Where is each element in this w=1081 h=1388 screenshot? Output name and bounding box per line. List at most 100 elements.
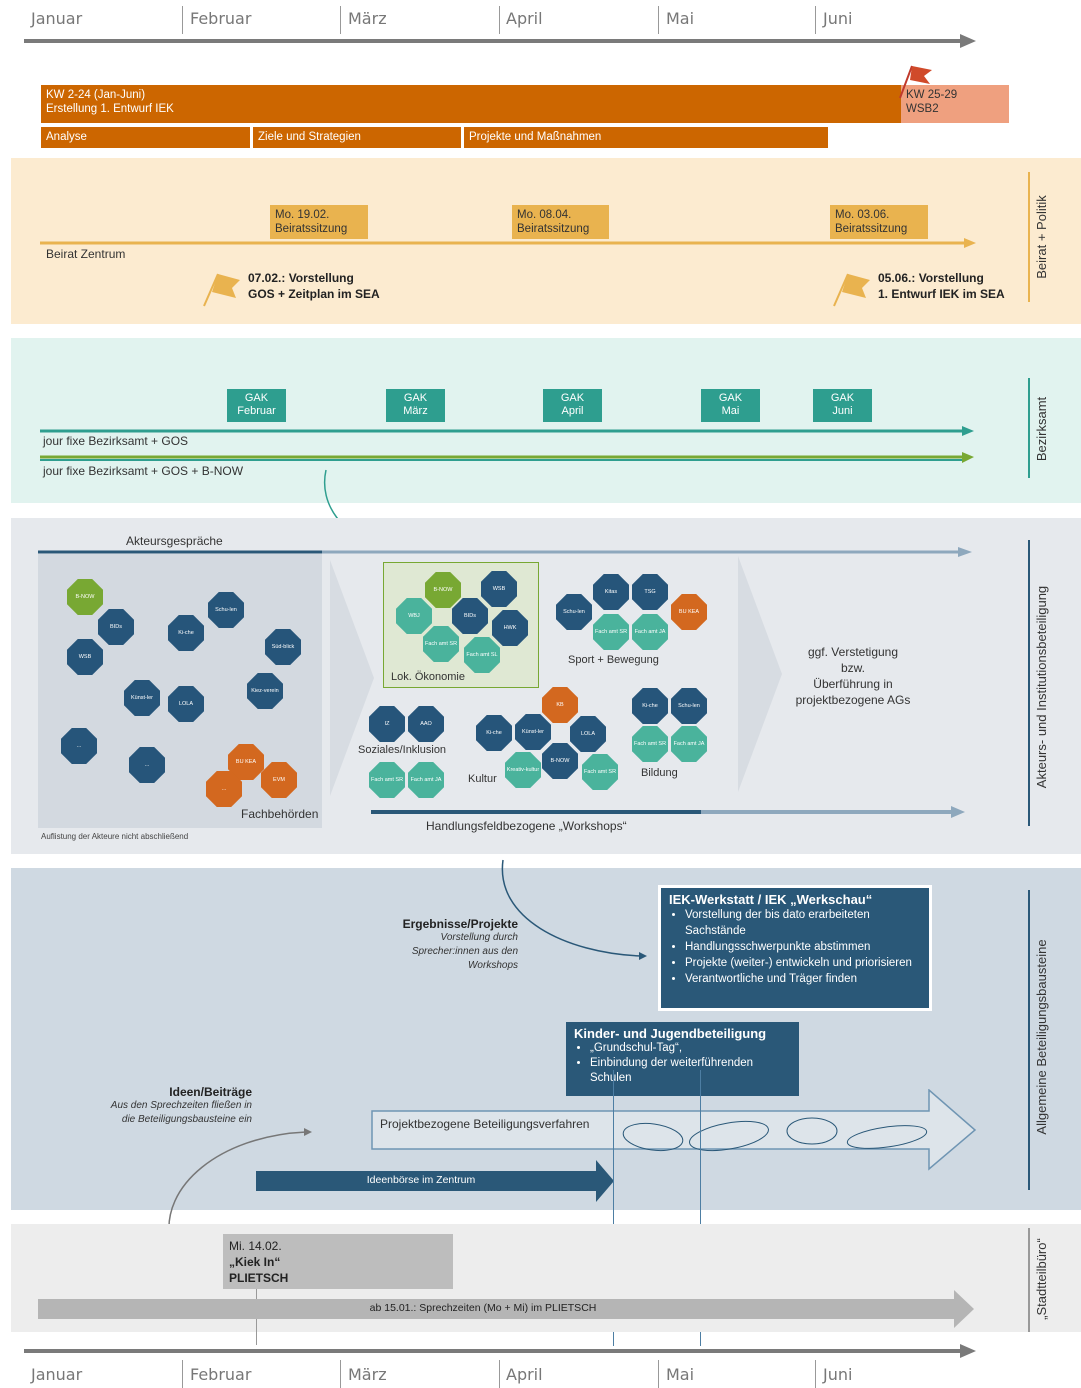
actor-octagon: KB [542, 687, 578, 723]
fachbehoerden-label: Fachbehörden [241, 807, 319, 821]
flag-icon [833, 273, 870, 307]
iek-werkstatt-box: IEK-Werkstatt / IEK „Werkschau“ Vorstell… [658, 885, 932, 1011]
akteure-side-line [1028, 540, 1030, 826]
month-separator [340, 1360, 341, 1388]
wsb2-line2: WSB2 [906, 103, 939, 115]
iek-item: Verantwortliche und Träger finden [685, 971, 921, 987]
soziales-label: Soziales/Inklusion [358, 744, 447, 756]
gak-title: GAK [830, 392, 855, 404]
flag-icon [899, 65, 932, 99]
projekt-arrow [371, 1089, 977, 1171]
actor-octagon: TSG [632, 574, 668, 610]
actor-octagon: HWK [492, 610, 528, 646]
chevron-shape [330, 560, 374, 796]
workshops-arrow [371, 806, 965, 818]
kinder-item: „Grundschul-Tag“, [590, 1041, 791, 1056]
iek-item: Vorstellung der bis dato erarbeiteten Sa… [685, 907, 921, 939]
iek-title: IEK-Werkstatt / IEK „Werkschau“ [669, 892, 873, 907]
gak-title: GAK [244, 392, 269, 404]
phase-projekte: Projekte und Maßnahmen [464, 127, 828, 148]
session-date: Mo. 19.02. [275, 209, 330, 221]
kinder-jugend-box: Kinder- und Jugendbeteiligung „Grundschu… [566, 1022, 799, 1096]
time-marker-line [613, 1070, 614, 1346]
month-separator [815, 6, 816, 34]
actor-octagon: ... [206, 771, 242, 807]
actor-octagon: LOLA [168, 686, 204, 722]
phase-analyse: Analyse [41, 127, 250, 148]
actor-octagon: Schu-len [208, 592, 244, 628]
main-phase-line2: Erstellung 1. Entwurf IEK [46, 103, 174, 115]
actor-octagon: WSB [481, 571, 517, 607]
bezirk-line2-label: jour fixe Bezirksamt + GOS + B-NOW [43, 464, 244, 478]
ideen-line: die Beteiligungsbausteine ein [121, 1114, 252, 1125]
wsb2-bar: KW 25-29 WSB2 [901, 85, 1009, 123]
actor-octagon: Fach amt SR [369, 762, 405, 798]
bezirk-side-label: Bezirksamt [1034, 396, 1049, 462]
session-date: Mo. 03.06. [835, 209, 890, 221]
ergebnisse-line: Vorstellung durch [440, 932, 518, 943]
bezirk-arrows [40, 426, 974, 463]
actor-octagon: Ki-che [632, 688, 668, 724]
top-time-arrow [24, 34, 976, 48]
gak-month: Juni [832, 405, 853, 417]
ergebnisse-block: Ergebnisse/Projekte Vorstellung durch Sp… [368, 917, 518, 973]
actor-octagon: Fach amt SR [632, 726, 668, 762]
time-marker-line [700, 1070, 701, 1346]
actor-octagon: EVM [261, 762, 297, 798]
kinder-item: Einbindung der weiterführenden Schulen [590, 1056, 791, 1086]
month-label: Juni [823, 1365, 853, 1384]
ideen-connector-arrow [168, 1128, 312, 1241]
sprechzeiten-arrow [38, 1290, 974, 1328]
ideen-block: Ideen/Beiträge Aus den Sprechzeiten flie… [80, 1085, 252, 1127]
sport-label: Sport + Bewegung [568, 654, 659, 666]
month-label: Januar [31, 9, 83, 28]
ergebnisse-connector-arrow [501, 859, 647, 960]
allg-side-label: Allgemeine Beteiligungsbausteine [1034, 939, 1049, 1135]
kinder-list: „Grundschul-Tag“, Einbindung der weiterf… [574, 1041, 791, 1086]
gak-month: Februar [237, 405, 276, 417]
actor-octagon: Künst-ler [515, 714, 551, 750]
main-phase-bar: KW 2-24 (Jan-Juni) Erstellung 1. Entwurf… [41, 85, 901, 123]
stadtteil-side-line [1028, 1228, 1030, 1332]
kinder-title: Kinder- und Jugendbeteiligung [574, 1026, 767, 1041]
ideen-title: Ideen/Beiträge [169, 1085, 252, 1099]
stadtteil-side-label: „Stadtteilbüro“ [1034, 1238, 1049, 1320]
verstetigung-text: ggf. Verstetigung bzw. Überführung in pr… [780, 644, 926, 708]
session-label: Beiratssitzung [517, 223, 590, 235]
iek-list: Vorstellung der bis dato erarbeiteten Sa… [669, 907, 921, 987]
bottom-time-arrow [24, 1344, 976, 1358]
month-label: März [348, 1365, 387, 1384]
gak-month: März [403, 405, 428, 417]
wsb2-line1: KW 25-29 [906, 89, 958, 101]
actor-octagon: Fach amt JA [632, 614, 668, 650]
flag2-line1: 05.06.: Vorstellung [878, 271, 984, 285]
ideen-line: Aus den Sprechzeiten fließen in [110, 1100, 252, 1111]
month-separator [182, 1360, 183, 1388]
actor-octagon: Ki-che [168, 615, 204, 651]
month-label: April [506, 1365, 543, 1384]
gak-month: April [561, 405, 584, 417]
ergebnisse-line: Sprecher:innen aus den [411, 946, 518, 957]
lok-oekonomie-label: Lok. Ökonomie [391, 671, 465, 683]
actor-octagon: BIDs [98, 609, 134, 645]
gak-title: GAK [718, 392, 743, 404]
actor-octagon: Künst-ler [124, 680, 160, 716]
actor-octagon: B-NOW [67, 579, 103, 615]
flag2-text: 05.06.: Vorstellung 1. Entwurf IEK im SE… [878, 270, 1005, 302]
iek-item: Handlungsschwerpunkte abstimmen [685, 939, 921, 955]
actor-octagon: Fach amt SL [464, 637, 500, 673]
akteure-side-label: Akteurs- und Institutionsbeteiligung [1034, 585, 1049, 789]
sprechzeiten-label: ab 15.01.: Sprechzeiten (Mo + Mi) im PLI… [369, 1302, 597, 1314]
flag2-line2: 1. Entwurf IEK im SEA [878, 287, 1005, 301]
text-line: ggf. Verstetigung [807, 645, 899, 659]
actor-octagon: WSB [67, 639, 103, 675]
session-date: Mo. 08.04. [517, 209, 572, 221]
month-separator [658, 6, 659, 34]
actor-octagon: Kitas [593, 574, 629, 610]
actor-octagon: B-NOW [425, 572, 461, 608]
bezirk-side-line [1028, 378, 1030, 478]
kiek-in-place: PLIETSCH [229, 1271, 289, 1285]
